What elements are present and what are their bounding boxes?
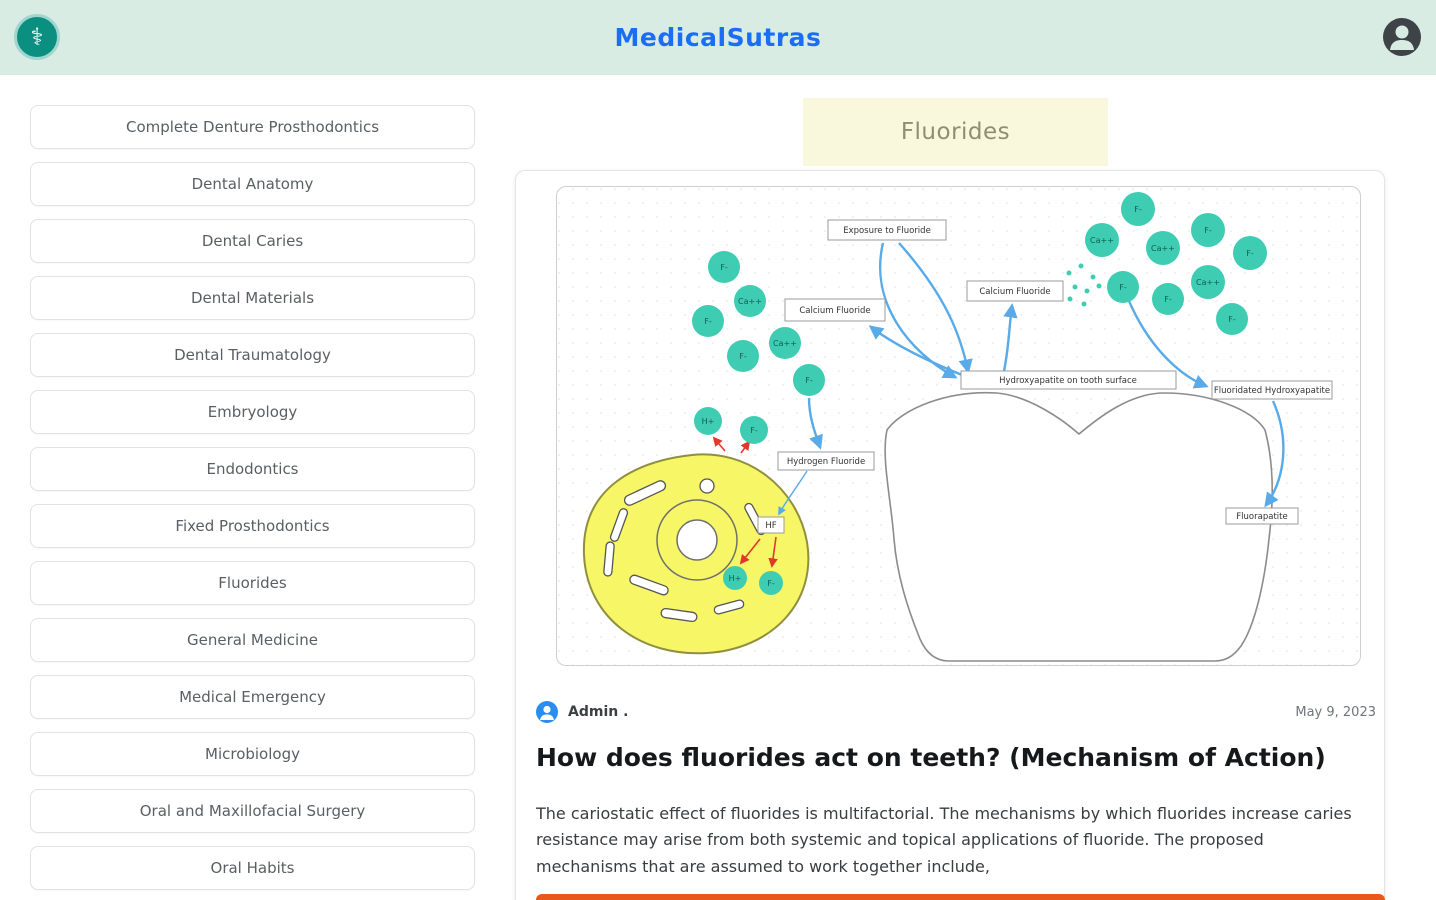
sidebar-item-dental-materials[interactable]: Dental Materials bbox=[30, 276, 475, 320]
bacterial-cell bbox=[582, 453, 810, 655]
svg-text:F-: F- bbox=[1164, 295, 1172, 304]
svg-text:F-: F- bbox=[1119, 283, 1127, 292]
ion-node: F- bbox=[692, 305, 724, 337]
svg-text:Fluorapatite: Fluorapatite bbox=[1236, 512, 1287, 522]
sidebar-item-embryology[interactable]: Embryology bbox=[30, 390, 475, 434]
app-logo[interactable]: ⚕ bbox=[14, 14, 60, 60]
ion-node: F- bbox=[1191, 213, 1225, 247]
sidebar-item-fixed-prosthodontics[interactable]: Fixed Prosthodontics bbox=[30, 504, 475, 548]
label-calcium-fluoride-left: Calcium Fluoride bbox=[784, 298, 886, 322]
svg-text:F-: F- bbox=[805, 376, 813, 385]
sidebar-item-oral-and-maxillofacial-surgery[interactable]: Oral and Maxillofacial Surgery bbox=[30, 789, 475, 833]
ion-node: F- bbox=[1107, 271, 1139, 303]
ion-node: F- bbox=[708, 251, 740, 283]
label-fluorapatite: Fluorapatite bbox=[1225, 507, 1299, 525]
svg-text:H+: H+ bbox=[702, 417, 715, 426]
svg-text:Exposure to Fluoride: Exposure to Fluoride bbox=[843, 226, 931, 236]
svg-text:F-: F- bbox=[720, 263, 728, 272]
post-heading: How does fluorides act on teeth? (Mechan… bbox=[536, 743, 1326, 772]
ion-node: H+ bbox=[694, 407, 722, 435]
diagram-svg: F- Ca++ F- Ca++ F- F- H+ F- H+ F- F- Ca+… bbox=[557, 187, 1360, 665]
label-hf: HF bbox=[757, 516, 785, 534]
ion-node: F- bbox=[759, 571, 783, 595]
svg-text:F-: F- bbox=[1134, 205, 1142, 214]
sidebar-item-microbiology[interactable]: Microbiology bbox=[30, 732, 475, 776]
svg-text:Hydrogen Fluoride: Hydrogen Fluoride bbox=[787, 457, 865, 467]
post-body-text: The cariostatic effect of fluorides is m… bbox=[536, 804, 1352, 876]
sidebar-item-dental-anatomy[interactable]: Dental Anatomy bbox=[30, 162, 475, 206]
svg-text:Ca++: Ca++ bbox=[738, 297, 762, 306]
diagram-arrows-blue bbox=[778, 242, 1285, 516]
ion-node: F- bbox=[740, 416, 768, 444]
tooth-outline bbox=[884, 391, 1274, 662]
diagram-arrows-red bbox=[712, 436, 778, 568]
sidebar-item-oral-habits[interactable]: Oral Habits bbox=[30, 846, 475, 890]
svg-text:H+: H+ bbox=[729, 574, 742, 583]
svg-text:F-: F- bbox=[1228, 315, 1236, 324]
sidebar-item-dental-caries[interactable]: Dental Caries bbox=[30, 219, 475, 263]
ion-node: F- bbox=[1121, 192, 1155, 226]
user-avatar-icon[interactable] bbox=[1382, 17, 1422, 57]
author-name: Admin . bbox=[568, 704, 629, 720]
svg-text:Calcium Fluoride: Calcium Fluoride bbox=[799, 306, 870, 316]
svg-text:F-: F- bbox=[1204, 226, 1212, 235]
svg-text:Ca++: Ca++ bbox=[1090, 236, 1114, 245]
cell-organelles bbox=[603, 478, 766, 623]
svg-text:F-: F- bbox=[704, 317, 712, 326]
category-sidebar: Complete Denture Prosthodontics Dental A… bbox=[30, 105, 475, 900]
ion-node: Ca++ bbox=[1146, 231, 1180, 265]
sidebar-item-fluorides[interactable]: Fluorides bbox=[30, 561, 475, 605]
ion-nodes: F- Ca++ F- Ca++ F- F- H+ F- H+ F- F- Ca+… bbox=[692, 192, 1267, 595]
label-hydrogen-fluoride: Hydrogen Fluoride bbox=[777, 451, 875, 471]
svg-text:F-: F- bbox=[767, 579, 775, 588]
label-exposure-to-fluoride: Exposure to Fluoride bbox=[827, 219, 947, 241]
post-date: May 9, 2023 bbox=[1295, 704, 1376, 720]
label-calcium-fluoride-right: Calcium Fluoride bbox=[966, 280, 1064, 302]
ion-node: F- bbox=[1233, 236, 1267, 270]
svg-text:Fluoridated Hydroxyapatite: Fluoridated Hydroxyapatite bbox=[1214, 386, 1330, 396]
highlight-callout-top bbox=[536, 894, 1385, 900]
ion-node: F- bbox=[727, 340, 759, 372]
sidebar-item-general-medicine[interactable]: General Medicine bbox=[30, 618, 475, 662]
ion-node: Ca++ bbox=[734, 285, 766, 317]
svg-text:Hydroxyapatite on tooth surfac: Hydroxyapatite on tooth surface bbox=[999, 376, 1137, 386]
app-title: MedicalSutras bbox=[614, 23, 822, 52]
svg-text:HF: HF bbox=[765, 521, 776, 531]
header-bar: ⚕ MedicalSutras bbox=[0, 0, 1436, 75]
ion-node: H+ bbox=[723, 566, 747, 590]
svg-text:Ca++: Ca++ bbox=[1151, 244, 1175, 253]
ion-node: F- bbox=[1152, 283, 1184, 315]
svg-text:F-: F- bbox=[1246, 249, 1254, 258]
ion-node: F- bbox=[793, 364, 825, 396]
fluoride-specks bbox=[1066, 263, 1102, 307]
ion-node: Ca++ bbox=[1191, 265, 1225, 299]
ion-node: Ca++ bbox=[769, 327, 801, 359]
sidebar-item-medical-emergency[interactable]: Medical Emergency bbox=[30, 675, 475, 719]
label-fluoridated-hydroxyapatite: Fluoridated Hydroxyapatite bbox=[1211, 380, 1333, 400]
svg-text:Ca++: Ca++ bbox=[773, 339, 797, 348]
sidebar-item-dental-traumatology[interactable]: Dental Traumatology bbox=[30, 333, 475, 377]
svg-text:Calcium Fluoride: Calcium Fluoride bbox=[979, 287, 1050, 297]
post-meta-row: Admin . May 9, 2023 bbox=[536, 699, 1376, 725]
fluoride-mechanism-diagram: F- Ca++ F- Ca++ F- F- H+ F- H+ F- F- Ca+… bbox=[556, 186, 1361, 666]
ion-node: F- bbox=[1216, 303, 1248, 335]
page-title: Fluorides bbox=[803, 98, 1108, 166]
svg-text:F-: F- bbox=[739, 352, 747, 361]
svg-text:Ca++: Ca++ bbox=[1196, 278, 1220, 287]
article-card: F- Ca++ F- Ca++ F- F- H+ F- H+ F- F- Ca+… bbox=[515, 170, 1385, 900]
author-avatar-icon bbox=[536, 701, 558, 723]
ion-node: Ca++ bbox=[1085, 223, 1119, 257]
label-hydroxyapatite-on-tooth-surface: Hydroxyapatite on tooth surface bbox=[960, 370, 1177, 390]
sidebar-item-endodontics[interactable]: Endodontics bbox=[30, 447, 475, 491]
sidebar-item-complete-denture-prosthodontics[interactable]: Complete Denture Prosthodontics bbox=[30, 105, 475, 149]
diagram-label-boxes: Exposure to Fluoride Calcium Fluoride Ca… bbox=[757, 219, 1333, 534]
svg-text:F-: F- bbox=[750, 426, 758, 435]
medical-caduceus-icon: ⚕ bbox=[30, 23, 44, 51]
